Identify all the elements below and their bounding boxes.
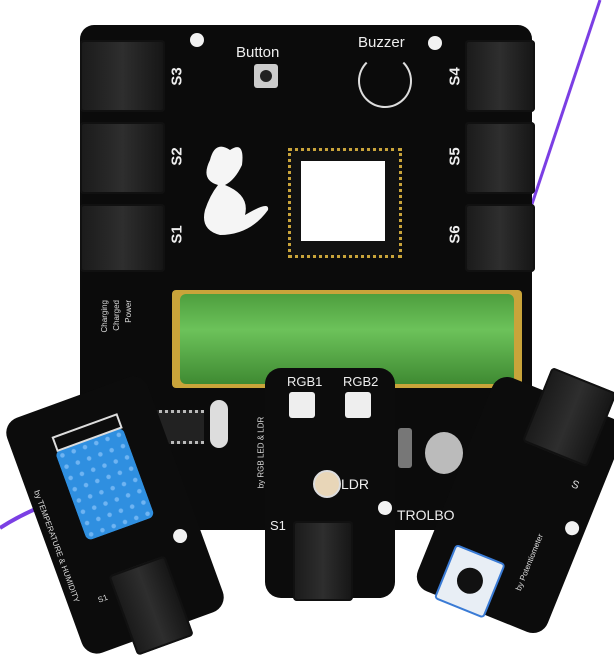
mount-hole bbox=[562, 519, 582, 538]
module-title: by Potentiometer bbox=[513, 532, 545, 592]
port-s5-connector[interactable] bbox=[465, 122, 535, 194]
buzzer bbox=[358, 54, 412, 108]
ldr-sensor bbox=[313, 470, 341, 498]
port-label: S3 bbox=[168, 67, 186, 86]
mount-hole bbox=[190, 33, 204, 47]
board-brand-text: TROLBO bbox=[397, 507, 455, 523]
crystal bbox=[210, 400, 228, 448]
rgb2-led bbox=[345, 392, 371, 418]
port-s3-connector[interactable] bbox=[80, 40, 165, 112]
mount-hole bbox=[428, 36, 442, 50]
charged-text: Charged bbox=[112, 300, 121, 331]
mount-hole bbox=[378, 501, 392, 515]
port-s2-connector[interactable] bbox=[80, 122, 165, 194]
mascot-logo bbox=[204, 146, 269, 235]
push-button[interactable] bbox=[254, 64, 278, 88]
buzzer-label: Buzzer bbox=[358, 34, 405, 51]
capacitor bbox=[425, 432, 463, 474]
purple-wire-right bbox=[528, 0, 602, 211]
port-label: S2 bbox=[168, 147, 186, 166]
port-label: S4 bbox=[446, 67, 464, 86]
wifi-module bbox=[288, 148, 402, 258]
module-title: by RGB LED & LDR bbox=[256, 416, 266, 489]
button-label: Button bbox=[236, 44, 280, 61]
port-label: S1 bbox=[168, 225, 186, 244]
port-s4-connector[interactable] bbox=[465, 40, 535, 112]
port-label: S1 bbox=[270, 518, 286, 533]
power-text: Power bbox=[124, 300, 133, 323]
port-label: S5 bbox=[446, 147, 464, 166]
inductor bbox=[398, 428, 412, 468]
charging-text: Charging bbox=[100, 300, 109, 333]
rgb-ldr-module: RGB1 RGB2 by RGB LED & LDR LDR S1 bbox=[256, 368, 395, 601]
port-s1-connector[interactable] bbox=[80, 204, 165, 272]
rgb-port-connector[interactable] bbox=[293, 521, 353, 601]
rgb2-label: RGB2 bbox=[343, 374, 379, 389]
mount-hole bbox=[171, 527, 190, 545]
rgb1-led bbox=[289, 392, 315, 418]
port-label: S bbox=[569, 478, 581, 493]
port-label: S6 bbox=[446, 225, 464, 244]
rgb1-label: RGB1 bbox=[287, 374, 323, 389]
ldr-label: LDR bbox=[341, 476, 370, 492]
port-s6-connector[interactable] bbox=[465, 204, 535, 272]
port-label: S1 bbox=[96, 592, 109, 605]
